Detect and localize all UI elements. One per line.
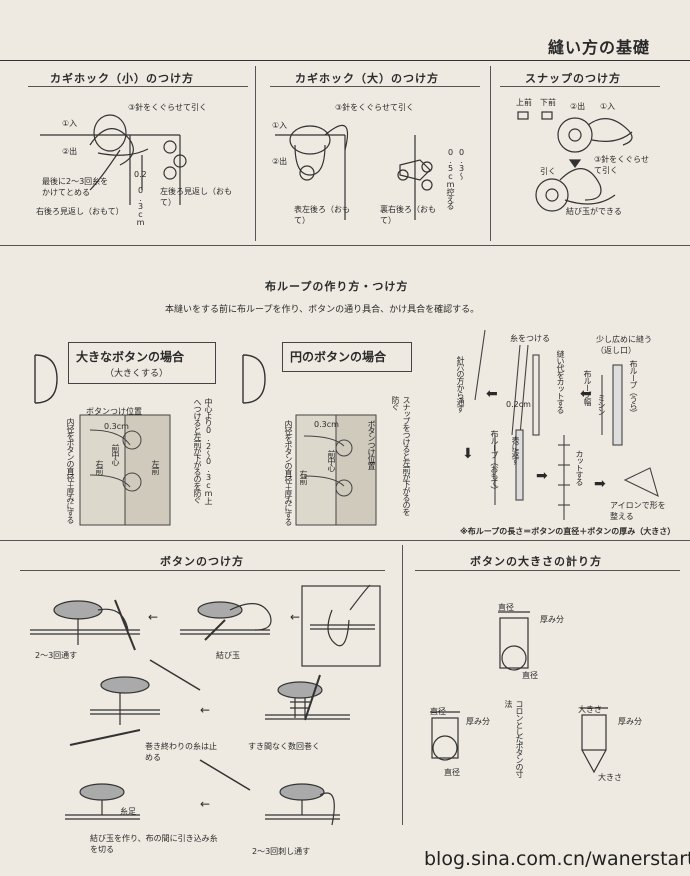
- measure-title: ボタンの大きさの計り方: [470, 555, 602, 568]
- page-title: 縫い方の基礎: [548, 38, 651, 57]
- arrow-right-icon-2: ➡: [594, 476, 606, 492]
- big-button-diagram: [79, 414, 171, 526]
- loop-subtitle: 本縫いをする前に布ループを作り、ボタンの通り具合、かけ具合を確認する。: [165, 305, 480, 315]
- arrow-down-icon: ⬇: [462, 446, 474, 462]
- arrow-right-icon: ➡: [536, 468, 548, 484]
- half-circle-icon: [34, 354, 58, 404]
- loop-note: ※布ループの長さ＝ボタンの直径＋ボタンの厚み（大きさ）: [460, 527, 676, 536]
- half-circle-icon-2: [242, 354, 266, 404]
- round-button-diagram: [295, 414, 377, 526]
- round-button-title-box: [282, 342, 412, 372]
- big-button-title-box: [68, 342, 216, 384]
- watermark: blog.sina.com.cn/wanerstart: [424, 848, 690, 870]
- loop-making-illustration: [474, 330, 659, 520]
- arrow-left-icon-4: ←: [290, 610, 301, 624]
- header-divider: [0, 60, 690, 61]
- button-title: ボタンのつけ方: [160, 555, 244, 568]
- arrow-left-icon-6: ←: [200, 797, 211, 811]
- snap-title: スナップのつけ方: [525, 72, 621, 85]
- hook-small-illustration: [40, 114, 187, 205]
- snap-illustration: [517, 111, 633, 212]
- big-button-title: 大きなボタンの場合: [76, 350, 185, 364]
- hook-large-illustration: [275, 124, 433, 220]
- round-button-title: 円のボタンの場合: [290, 350, 387, 364]
- hook-large-title: カギホック（大）のつけ方: [295, 72, 439, 85]
- arrow-left-icon-5: ←: [200, 703, 211, 717]
- arrow-left-icon: ⬅: [486, 386, 498, 402]
- arrow-left-icon-2: ⬅: [580, 386, 592, 402]
- measure-illustration: [430, 611, 608, 774]
- arrow-left-icon-3: ←: [148, 610, 159, 624]
- button-attaching-illustration: [30, 584, 381, 826]
- hook-small-title: カギホック（小）のつけ方: [50, 72, 194, 85]
- loop-title: 布ループの作り方・つけ方: [265, 280, 409, 293]
